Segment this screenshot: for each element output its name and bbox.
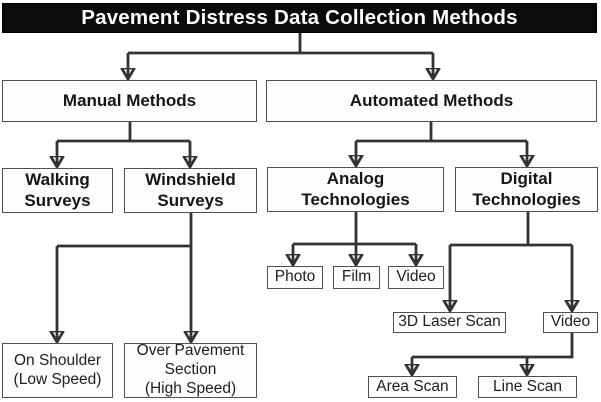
node-area-scan: Area Scan [368,376,457,398]
node-walking-surveys: Walking Surveys [2,168,113,213]
diagram-title: Pavement Distress Data Collection Method… [2,3,597,33]
node-line-scan: Line Scan [478,376,577,398]
node-over-pavement-section-high-speed: Over Pavement Section (High Speed) [124,342,257,398]
node-windshield-surveys: Windshield Surveys [124,168,257,213]
node-film: Film [333,266,380,289]
node-on-shoulder-low-speed: On Shoulder (Low Speed) [2,343,113,398]
node-automated-methods: Automated Methods [266,80,597,122]
node-manual-methods: Manual Methods [2,80,257,122]
node-photo: Photo [267,266,323,289]
node-analog-technologies: Analog Technologies [267,167,444,212]
node-3d-laser-scan: 3D Laser Scan [393,312,506,333]
node-digital-technologies: Digital Technologies [455,167,598,212]
node-video-digital: Video [543,312,598,333]
node-video-analog: Video [388,266,444,289]
